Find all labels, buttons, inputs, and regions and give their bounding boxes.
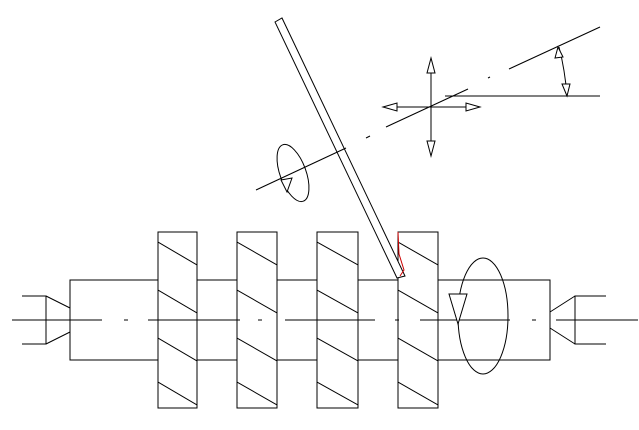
wheel-contact-path [397,231,405,277]
inclination-angle-indicator [445,26,601,98]
workpiece-shaft [69,279,551,361]
wheel-rotation-indicator [255,135,371,203]
thread-collar-2 [236,231,278,409]
grinding-wheel [274,17,406,279]
thread-collar-4 [397,231,439,409]
workpiece-rotation-indicator [448,257,509,375]
thread-collar-3 [316,231,359,409]
left-center-point [22,295,71,345]
feed-direction-arrows [381,56,482,158]
thread-collar-1 [157,231,198,409]
right-center-point [549,295,606,345]
